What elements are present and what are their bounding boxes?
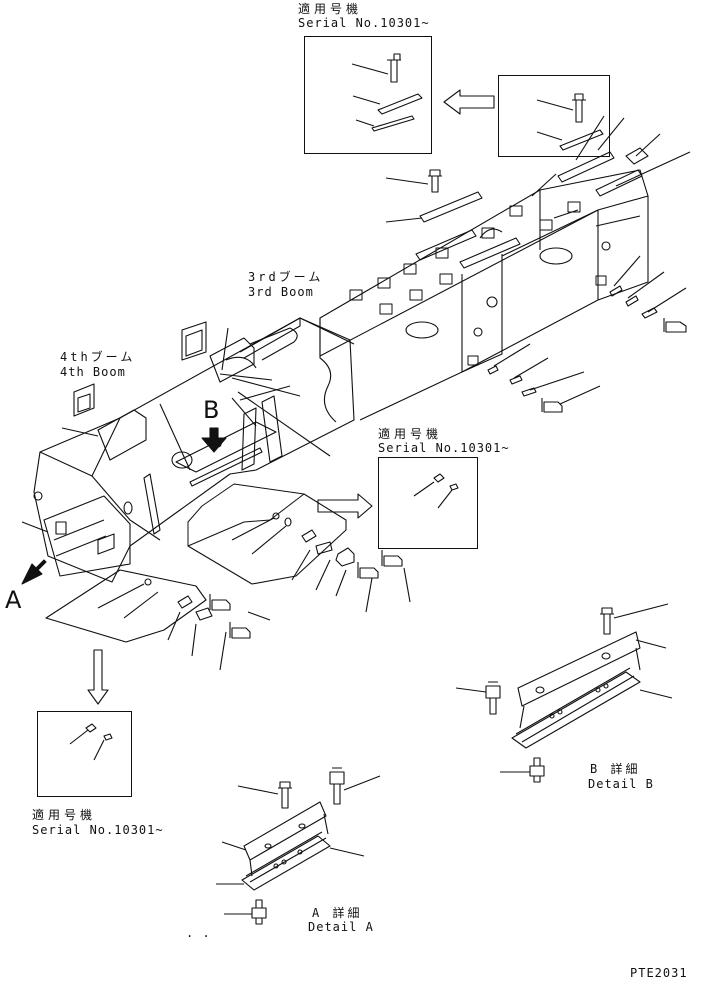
detail-a-label-en: Detail A (308, 920, 374, 934)
floating-plate-lower (45, 569, 271, 671)
detail-b-label-jp: B 詳細 (590, 762, 641, 776)
detail-a (216, 767, 381, 925)
inset-top-right-parts (536, 93, 604, 151)
serial-label-left-jp: 適用号機 (32, 808, 97, 822)
inset-middle-parts (413, 473, 459, 509)
inset-top-parts (351, 53, 423, 132)
top-bolts-and-leaders (385, 115, 691, 413)
detail-a-label-jp: A 詳細 (312, 906, 363, 920)
inset-box-top (304, 36, 432, 154)
inset-box-middle (378, 457, 478, 549)
view-a-label: A (5, 586, 22, 614)
boom-3rd (319, 147, 649, 423)
hollow-arrow-down (87, 649, 109, 705)
floating-plate-upper (187, 483, 411, 613)
serial-label-top-jp: 適用号機 (298, 2, 363, 16)
boom4-label-en: 4th Boom (60, 365, 126, 379)
inset-box-left (37, 711, 132, 797)
arrow-b-marker (201, 427, 227, 453)
boom4-label-jp: 4thブーム (60, 350, 136, 364)
boom-4th (21, 317, 355, 583)
detail-b (455, 603, 673, 783)
arrow-a-marker (21, 559, 47, 585)
inset-left-parts (69, 723, 113, 761)
hollow-arrow-top (443, 89, 495, 115)
inset-box-top-right (498, 75, 610, 157)
drawing-id: PTE2031 (630, 966, 688, 980)
serial-label-middle-en: Serial No.10301~ (378, 441, 510, 455)
hollow-arrow-right (317, 493, 373, 519)
view-b-label: B (203, 396, 220, 424)
serial-label-middle-jp: 適用号機 (378, 427, 443, 441)
boom3-label-jp: 3rdブーム (248, 270, 324, 284)
dots-mark: . . (186, 926, 211, 940)
serial-label-top-en: Serial No.10301~ (298, 16, 430, 30)
serial-label-left-en: Serial No.10301~ (32, 823, 164, 837)
boom3-label-en: 3rd Boom (248, 285, 314, 299)
detail-b-label-en: Detail B (588, 777, 654, 791)
